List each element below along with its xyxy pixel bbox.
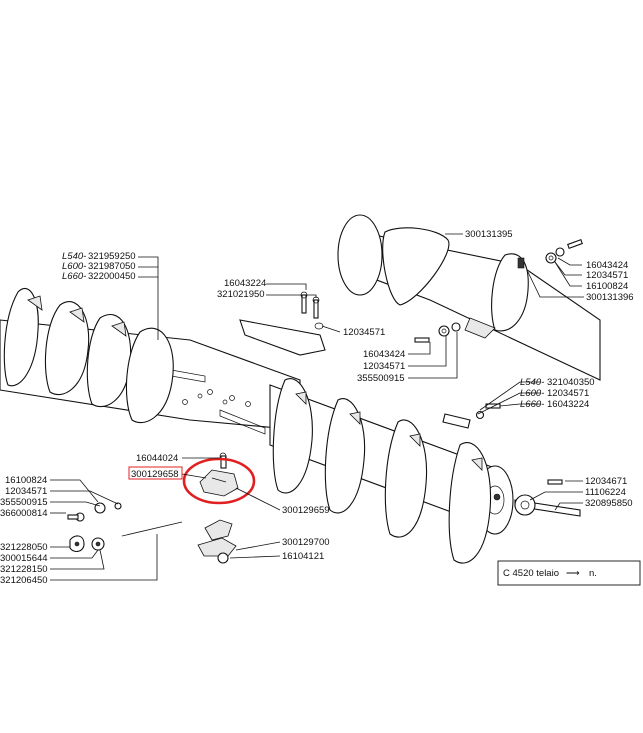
top-bracket	[239, 291, 326, 356]
label-l600-b: L600-	[520, 388, 544, 399]
label-300131396: 300131396	[586, 292, 634, 303]
label-l660-a: L660-	[62, 271, 86, 282]
label-300129658: 300129658	[131, 469, 179, 480]
frame-reference-box: C 4520 telaio ⟶ n.	[497, 560, 641, 586]
label-12034571-b: 12034571	[586, 270, 628, 281]
label-12034671: 12034671	[585, 476, 627, 487]
upper-drum	[337, 214, 601, 381]
label-322000450: 322000450	[88, 271, 136, 282]
label-16044024: 16044024	[136, 453, 178, 464]
frame-reference-text: C 4520 telaio	[503, 568, 559, 579]
label-300015644: 300015644	[0, 553, 48, 564]
label-300129700: 300129700	[282, 537, 330, 548]
label-321987050: 321987050	[88, 261, 136, 272]
leader-lines	[50, 233, 584, 581]
label-16104121: 16104121	[282, 551, 324, 562]
label-321228150: 321228150	[0, 564, 48, 575]
label-16100824-b: 16100824	[5, 475, 47, 486]
label-320895850: 320895850	[585, 498, 633, 509]
label-16043424-a: 16043424	[586, 260, 628, 271]
label-16043224-a: 16043224	[224, 278, 266, 289]
label-300129659: 300129659	[282, 505, 330, 516]
auger-flights	[3, 287, 492, 564]
frame-reference-suffix: n.	[589, 568, 597, 579]
label-16100824-a: 16100824	[586, 281, 628, 292]
label-16043424-b: 16043424	[363, 349, 405, 360]
label-366000814: 366000814	[0, 508, 48, 519]
highlight-ring	[182, 457, 256, 505]
lower-left-hardware	[67, 502, 183, 553]
label-12034571-a: 12034571	[343, 327, 385, 338]
label-321040350: 321040350	[547, 377, 595, 388]
label-321228050: 321228050	[0, 542, 48, 553]
label-l540-a: L540-	[62, 251, 86, 262]
label-300131395: 300131395	[465, 229, 513, 240]
frame-reference-arrow: ⟶	[566, 568, 580, 579]
part-labels: L540- L600- L660- 321959250 321987050 32…	[0, 229, 634, 586]
label-l540-b: L540-	[520, 377, 544, 388]
clamp-parts	[197, 452, 239, 564]
label-16043224-b: 16043224	[547, 399, 589, 410]
label-12034571-d: 12034571	[547, 388, 589, 399]
label-12034571-e: 12034571	[5, 486, 47, 497]
label-321206450: 321206450	[0, 575, 48, 586]
label-355500915-b: 355500915	[0, 497, 48, 508]
label-l660-b: L660-	[520, 399, 544, 410]
label-321021950: 321021950	[217, 289, 265, 300]
label-l600-a: L600-	[62, 261, 86, 272]
label-300129658-box	[128, 466, 183, 480]
label-11106224: 11106224	[585, 487, 626, 498]
label-321959250: 321959250	[88, 251, 136, 262]
label-12034571-c: 12034571	[363, 361, 405, 372]
label-355500915-a: 355500915	[357, 373, 405, 384]
